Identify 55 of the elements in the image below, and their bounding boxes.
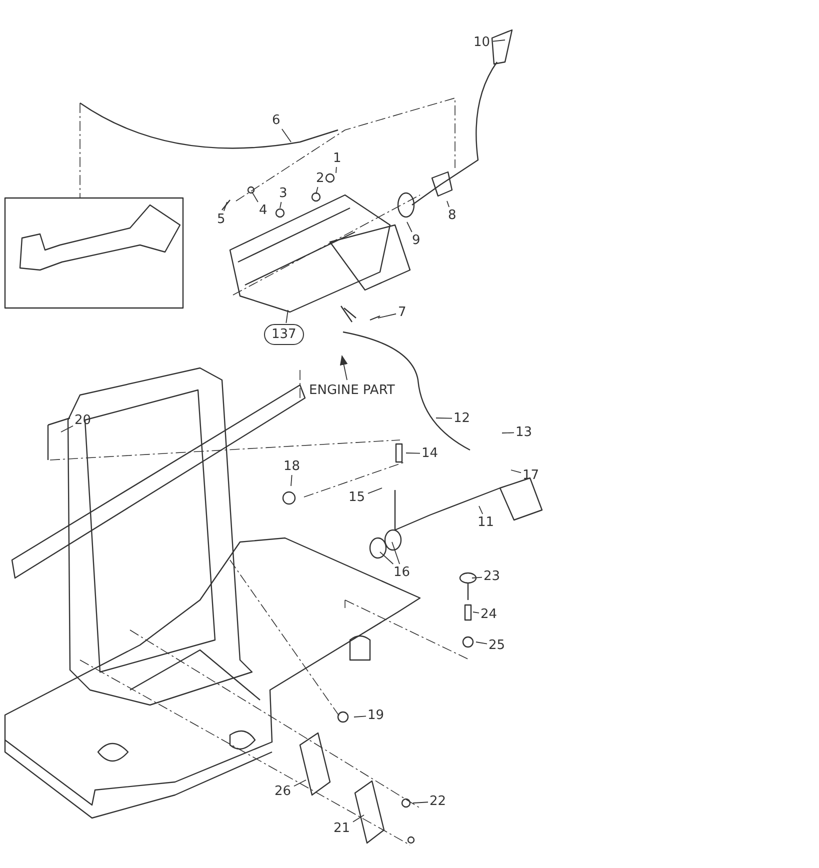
leader-line: [502, 432, 514, 434]
callout-number: 12: [452, 410, 472, 426]
note-text: ENGINE PART: [308, 382, 396, 398]
callout-number: 15: [348, 490, 366, 504]
callout-number: 16: [392, 564, 412, 580]
leader-line: [316, 186, 318, 194]
callout-number: 14: [420, 446, 440, 460]
leader-line: [368, 488, 382, 494]
leader-line: [412, 802, 428, 804]
leader-line: [478, 506, 484, 514]
leader-line: [492, 40, 506, 42]
callout-number: 22: [428, 794, 448, 808]
callout-number: 5: [216, 212, 226, 226]
leader-line: [392, 542, 400, 564]
callout-number: 3: [278, 186, 288, 200]
leader-line: [354, 716, 366, 718]
leader-line: [378, 313, 396, 318]
callout-number: 10: [472, 34, 492, 50]
leader-line: [510, 470, 522, 474]
callout-number: 6: [271, 112, 282, 128]
callout-number: 8: [447, 208, 458, 222]
leader-line: [286, 310, 288, 324]
leader-line: [352, 814, 364, 822]
leader-line: [294, 780, 306, 787]
callout-number: 9: [411, 232, 422, 248]
leader-line: [436, 418, 452, 419]
callout-number: 2: [315, 170, 326, 186]
leader-line: [290, 474, 292, 486]
callout-number: 26: [274, 784, 292, 798]
assembly-callout: 137: [264, 324, 304, 344]
callout-number: 7: [397, 304, 408, 320]
callout-number: 1: [332, 150, 342, 166]
leader-line: [380, 552, 394, 564]
leader-line: [336, 166, 337, 174]
leader-line: [476, 642, 488, 644]
callout-number: 18: [282, 458, 302, 474]
leader-line: [60, 425, 74, 432]
callout-number: 23: [482, 568, 502, 584]
callout-number: 11: [476, 514, 496, 530]
callout-number: 24: [480, 606, 498, 622]
leader-line: [223, 202, 228, 212]
leader-line: [252, 192, 258, 202]
callout-number: 21: [332, 820, 352, 836]
callout-number: 19: [366, 708, 386, 722]
arrow: [340, 355, 348, 380]
leader-line: [472, 612, 480, 614]
leader-line: [281, 128, 292, 142]
leader-line: [406, 222, 412, 232]
leader-line: [446, 200, 450, 208]
leader-line: [472, 576, 482, 578]
callout-number: 4: [258, 202, 268, 218]
callout-number: 25: [488, 638, 506, 652]
leader-line: [406, 452, 420, 454]
leader-line: [280, 202, 282, 208]
callout-number: 13: [514, 424, 534, 440]
